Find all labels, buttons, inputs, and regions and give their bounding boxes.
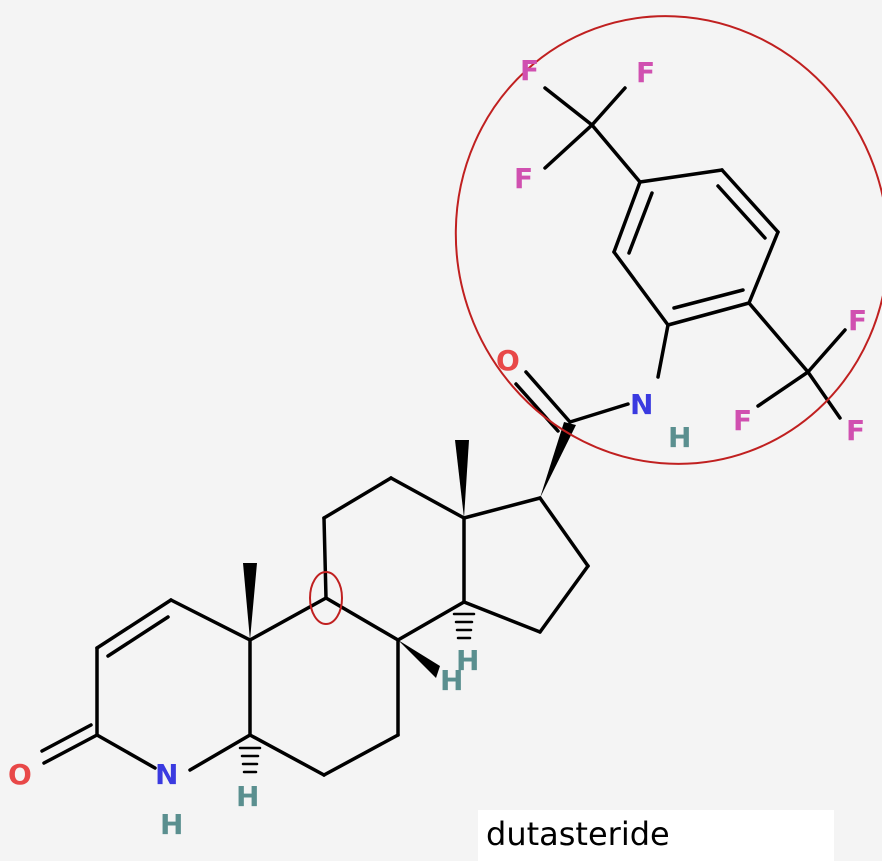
atom-label: O (496, 344, 520, 377)
atom-label: H (668, 421, 691, 454)
atom-labels: O N H H H H O N H F F F F F F (8, 54, 867, 841)
atom-label: N (630, 388, 653, 421)
highlight-marks (309, 15, 882, 625)
atom-label: O (8, 758, 32, 791)
atom-label: H (456, 644, 479, 677)
atom-label: F (848, 304, 867, 337)
atom-label: H (160, 808, 183, 841)
atom-label: H (236, 780, 259, 813)
atom-label: F (846, 414, 865, 447)
bond-lines (40, 86, 847, 777)
atom-label: F (733, 404, 752, 437)
caption-box (478, 810, 834, 861)
atom-label: H (440, 664, 463, 697)
atom-label: N (155, 758, 178, 791)
atom-label: F (514, 162, 533, 195)
wedge-bonds (243, 422, 576, 678)
atom-label: F (636, 56, 655, 89)
carbon-highlight-ellipse (309, 571, 343, 625)
atom-label: F (520, 54, 539, 87)
aryl-highlight-ellipse (454, 15, 882, 465)
compound-name: dutasteride (486, 815, 670, 853)
